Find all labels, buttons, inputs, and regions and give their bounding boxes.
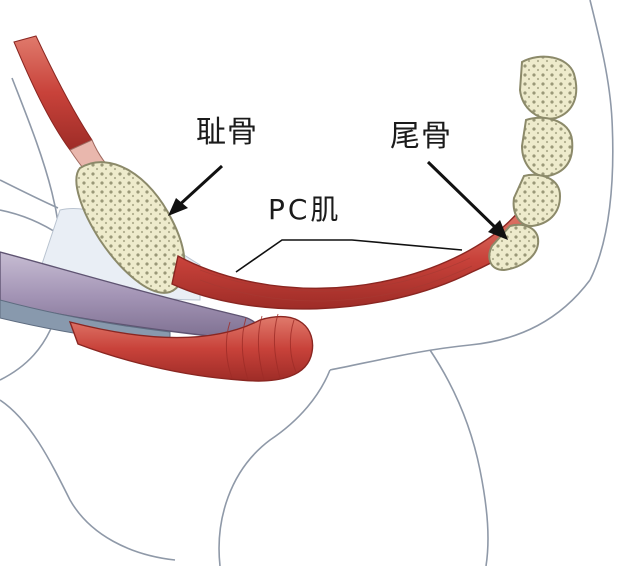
coccyx-shape bbox=[488, 55, 578, 272]
pubic-bone-arrow bbox=[168, 164, 224, 216]
pc-muscle-shape bbox=[171, 208, 531, 310]
bulb-muscle-shape bbox=[68, 315, 314, 382]
pubic-bone-shape bbox=[75, 161, 186, 294]
pubic-bone-label: 耻骨 bbox=[196, 115, 258, 150]
coccyx-arrow bbox=[426, 160, 508, 240]
pc-muscle-label: PC肌 bbox=[268, 193, 342, 226]
pc-muscle-pointer bbox=[235, 239, 463, 273]
abdominal-muscle bbox=[13, 35, 93, 151]
body-outline bbox=[0, 0, 614, 567]
coccyx-label: 尾骨 bbox=[390, 119, 452, 154]
